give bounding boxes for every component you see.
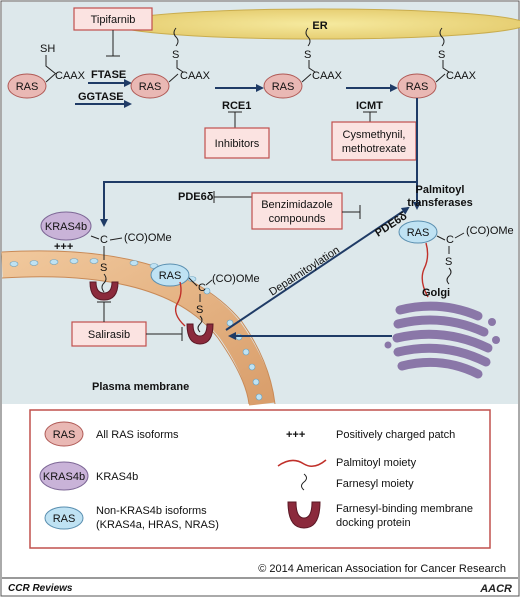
depalmitoylation-arrow bbox=[225, 206, 410, 331]
icmt-label: ICMT bbox=[356, 100, 383, 112]
benzimidazole-inhibit-left bbox=[213, 191, 252, 203]
benzimidazole-label-2: compounds bbox=[269, 213, 326, 225]
benzimidazole-label-1: Benzimidazole bbox=[261, 199, 333, 211]
legend-plus-symbol: +++ bbox=[286, 429, 305, 441]
ras-label-membrane: RAS bbox=[159, 270, 182, 282]
copyright-text: © 2014 American Association for Cancer R… bbox=[258, 563, 506, 575]
inhibitors-box: Inhibitors bbox=[204, 127, 270, 159]
icmt-inhibit-line bbox=[363, 111, 377, 122]
legend: RAS All RAS isoforms KRAS4b KRAS4b RAS N… bbox=[29, 409, 491, 549]
tipifarnib-label: Tipifarnib bbox=[91, 14, 136, 26]
docking-protein-1 bbox=[89, 281, 119, 301]
er-label: ER bbox=[312, 20, 327, 32]
ras-golgi: RAS C (CO)OMe S bbox=[398, 220, 514, 298]
legend-farnesyl-text: Farnesyl moiety bbox=[336, 478, 414, 490]
legend-farnesyl-swatch bbox=[301, 473, 307, 491]
caax-label-3: CAAX bbox=[312, 70, 343, 82]
legend-plus-text: Positively charged patch bbox=[336, 429, 455, 441]
caax-label-1: CAAX bbox=[55, 70, 86, 82]
legend-docking-swatch bbox=[287, 501, 321, 529]
legend-ras-text: All RAS isoforms bbox=[96, 429, 179, 441]
ftase-label: FTASE bbox=[91, 69, 126, 81]
ras-label-1: RAS bbox=[16, 81, 39, 93]
legend-ras-label: RAS bbox=[53, 429, 76, 441]
ras-label-2: RAS bbox=[139, 81, 162, 93]
co-ome-label-membrane: (CO)OMe bbox=[212, 273, 260, 285]
salirasib-inhibit-right bbox=[146, 327, 183, 341]
journal-label: CCR Reviews bbox=[8, 583, 73, 594]
c-label-membrane: C bbox=[198, 282, 206, 294]
plasma-membrane-label: Plasma membrane bbox=[92, 381, 189, 393]
cysmethynil-box: Cysmethynil, methotrexate bbox=[331, 121, 417, 161]
s-label-golgi: S bbox=[445, 256, 452, 268]
ras-membrane-palmitoylated: RAS C (CO)OMe S bbox=[150, 263, 260, 345]
cysmethynil-label-2: methotrexate bbox=[342, 143, 406, 155]
golgi-label: Golgi bbox=[422, 287, 450, 299]
palmitoyl-label-2: transferases bbox=[407, 197, 472, 209]
inhibitors-label: Inhibitors bbox=[215, 138, 260, 150]
c-label-kras: C bbox=[100, 234, 108, 246]
benzimidazole-inhibit-right bbox=[342, 205, 361, 219]
legend-nonkras-text-1: Non-KRAS4b isoforms bbox=[96, 505, 207, 517]
pde6d-top-label: PDE6δ bbox=[178, 191, 214, 203]
palmitoyl-chain bbox=[174, 281, 186, 327]
ras-label-golgi: RAS bbox=[407, 227, 430, 239]
ras-methylated: S CAAX RAS bbox=[397, 27, 477, 99]
ras-farnesylated: S CAAX RAS bbox=[130, 27, 211, 99]
s-label-membrane: S bbox=[196, 304, 203, 316]
co-ome-label-kras: (CO)OMe bbox=[124, 232, 172, 244]
aacr-logo: AACR bbox=[479, 583, 512, 595]
ras-cleaved: S CAAX RAS bbox=[263, 27, 343, 99]
legend-kras4b-text: KRAS4b bbox=[96, 471, 138, 483]
salirasib-box: Salirasib bbox=[71, 321, 147, 347]
legend-kras4b-swatch bbox=[39, 461, 89, 491]
rce1-label: RCE1 bbox=[222, 100, 251, 112]
legend-nonkras-label: RAS bbox=[53, 513, 76, 525]
s-label-2: S bbox=[172, 49, 179, 61]
legend-docking-text-2: docking protein bbox=[336, 517, 411, 529]
kras4b-label: KRAS4b bbox=[45, 221, 87, 233]
co-ome-label-golgi: (CO)OMe bbox=[466, 225, 514, 237]
s-label-4: S bbox=[438, 49, 445, 61]
cysmethynil-label-1: Cysmethynil, bbox=[343, 129, 406, 141]
palmitoyl-chain-golgi bbox=[421, 242, 429, 298]
golgi-apparatus bbox=[384, 301, 500, 379]
ggtase-label: GGTASE bbox=[78, 91, 124, 103]
ras-label-3: RAS bbox=[272, 81, 295, 93]
er-organelle: ER bbox=[114, 8, 520, 40]
benzimidazole-box: Benzimidazole compounds bbox=[251, 192, 343, 230]
caax-label-2: CAAX bbox=[180, 70, 211, 82]
tipifarnib-inhibit-line bbox=[106, 30, 120, 57]
kras4b-membrane: KRAS4b +++ C (CO)OMe S bbox=[40, 211, 172, 301]
plus-patch-label: +++ bbox=[54, 241, 73, 253]
s-label-kras: S bbox=[100, 262, 107, 274]
legend-nonkras-swatch bbox=[44, 506, 84, 530]
s-label-3: S bbox=[304, 49, 311, 61]
c-label-golgi: C bbox=[446, 234, 454, 246]
ras-label-4: RAS bbox=[406, 81, 429, 93]
legend-ras-swatch bbox=[44, 421, 84, 447]
legend-palmitoyl-swatch bbox=[277, 459, 327, 467]
palmitoyl-label-1: Palmitoyl bbox=[416, 184, 465, 196]
ras-unprocessed: SH CAAX RAS bbox=[7, 43, 86, 99]
caax-label-4: CAAX bbox=[446, 70, 477, 82]
legend-kras4b-label: KRAS4b bbox=[43, 471, 85, 483]
salirasib-inhibit-up bbox=[97, 301, 111, 322]
rce1-inhibit-line bbox=[228, 111, 242, 128]
legend-docking-text-1: Farnesyl-binding membrane bbox=[336, 503, 473, 515]
legend-nonkras-text-2: (KRAS4a, HRAS, NRAS) bbox=[96, 519, 219, 531]
docking-protein-2 bbox=[186, 323, 214, 345]
to-kras4b-arrow bbox=[100, 181, 417, 227]
sh-label: SH bbox=[40, 43, 55, 55]
salirasib-label: Salirasib bbox=[88, 329, 130, 341]
tipifarnib-box: Tipifarnib bbox=[73, 7, 153, 31]
legend-palmitoyl-text: Palmitoyl moiety bbox=[336, 457, 417, 469]
